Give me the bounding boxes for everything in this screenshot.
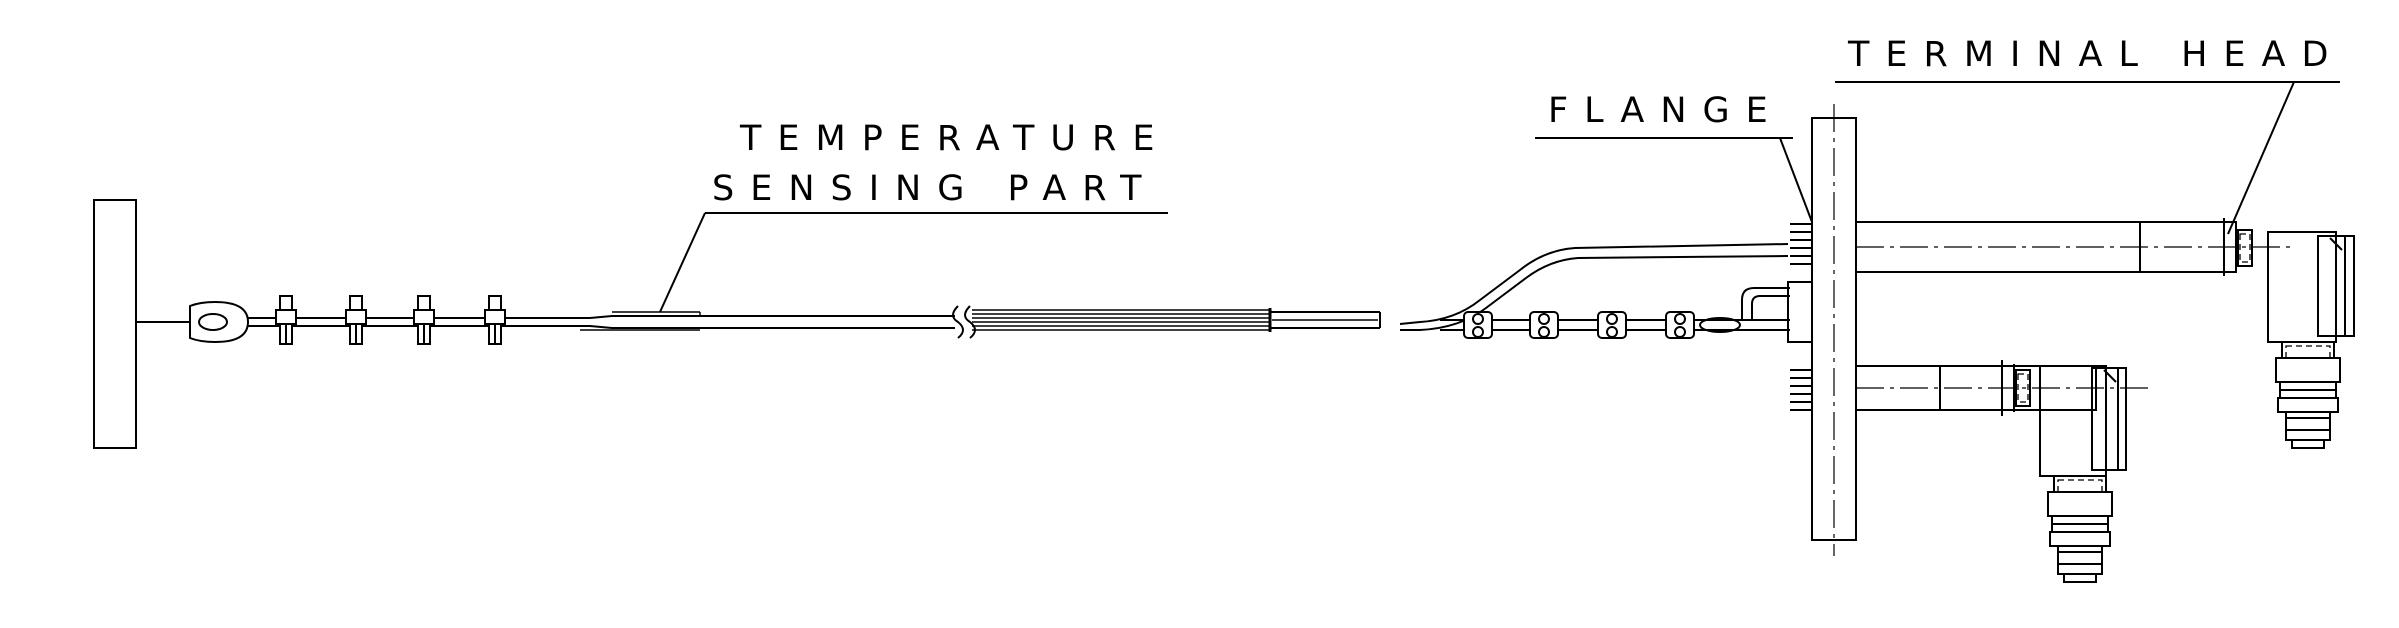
- clamp-5: [1463, 311, 1493, 339]
- clamp-4: [484, 295, 506, 345]
- cable-clamp-group-right: [1463, 311, 1695, 339]
- label-temperature-sensing-part: TEMPERATURE SENSING PART: [659, 119, 1170, 313]
- flange-body: [1787, 104, 1857, 556]
- terminal-head-leader: [2227, 81, 2295, 235]
- cable-clamp-group-left: [275, 295, 506, 345]
- eye-loop: [189, 300, 275, 344]
- clamp-3: [413, 295, 435, 345]
- clamp-7: [1597, 311, 1627, 339]
- clamp-8: [1665, 311, 1695, 339]
- lower-terminal-head-assembly: [1855, 360, 2150, 583]
- temperature-text-line2: SENSING PART: [712, 169, 1157, 209]
- upper-terminal-head-assembly: [1855, 218, 2355, 449]
- sheath-right: [972, 308, 1381, 332]
- clamp-1: [275, 295, 297, 345]
- sheath-left: [275, 311, 955, 331]
- flange-leader: [1779, 137, 1813, 223]
- terminal-head-text: TERMINAL HEAD: [1847, 35, 2344, 75]
- clamp-2: [345, 295, 367, 345]
- break-symbol: [952, 305, 976, 339]
- temperature-leader: [659, 212, 706, 313]
- label-flange: FLANGE: [1535, 91, 1813, 223]
- flange-text: FLANGE: [1548, 91, 1784, 131]
- clamp-6: [1529, 311, 1559, 339]
- label-terminal-head: TERMINAL HEAD: [1835, 35, 2344, 235]
- temperature-text-line1: TEMPERATURE: [739, 119, 1170, 159]
- upper-cable: [1399, 243, 1789, 331]
- anchor-plate: [93, 199, 137, 449]
